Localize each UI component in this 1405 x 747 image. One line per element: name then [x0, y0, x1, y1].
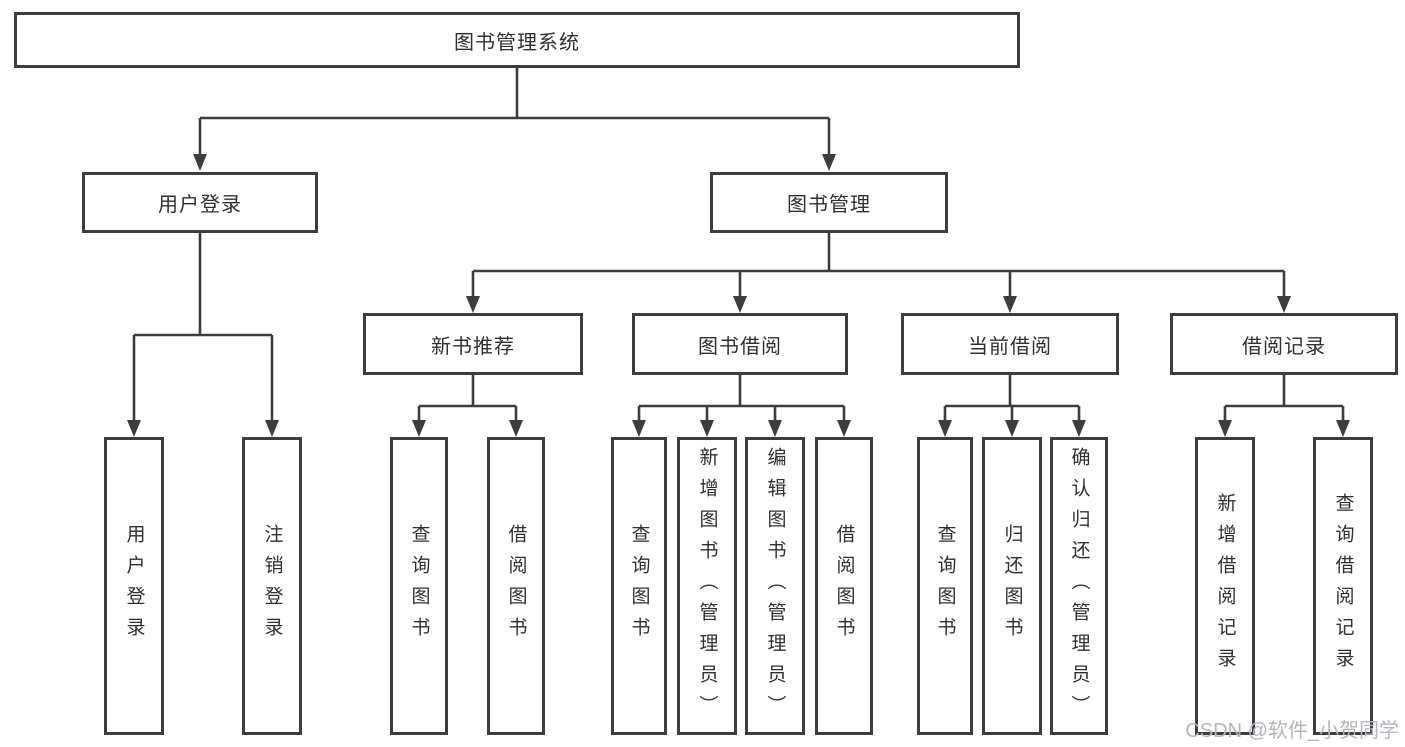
node-book-borrow-label: 图书借阅 [698, 335, 782, 358]
arrowhead-down-icon [632, 420, 646, 437]
arrowhead-down-icon [1277, 296, 1291, 313]
node-leaf-cb-confirm-return: 确认归还（管理员） [1050, 437, 1108, 735]
node-leaf-bb-add-book: 新增图书（管理员） [677, 437, 737, 735]
node-leaf-cb-return-book: 归还图书 [982, 437, 1042, 735]
node-leaf-nbr-borrow-book-label: 借阅图书 [505, 524, 527, 648]
node-leaf-logout-label: 注销登录 [261, 524, 283, 648]
node-user-login-label: 用户登录 [158, 194, 242, 216]
node-leaf-cb-confirm-return-label: 确认归还（管理员） [1068, 446, 1090, 726]
node-leaf-logout: 注销登录 [242, 437, 302, 735]
node-leaf-br-add-record: 新增借阅记录 [1195, 437, 1255, 735]
node-leaf-user-login-label: 用户登录 [123, 524, 145, 648]
node-root: 图书管理系统 [14, 12, 1020, 68]
node-borrow-records-label: 借阅记录 [1242, 335, 1326, 358]
node-leaf-bb-edit-book-label: 编辑图书（管理员） [764, 446, 786, 726]
node-leaf-br-query-record-label: 查询借阅记录 [1332, 493, 1354, 679]
node-book-borrow: 图书借阅 [632, 313, 848, 375]
node-leaf-br-add-record-label: 新增借阅记录 [1214, 493, 1236, 679]
arrowhead-down-icon [193, 154, 207, 171]
connector-book-management-to-level3 [466, 233, 1291, 313]
arrowhead-down-icon [822, 154, 836, 171]
node-leaf-nbr-borrow-book: 借阅图书 [487, 437, 545, 735]
connector-user-login-to-leaves [127, 233, 279, 437]
node-leaf-bb-add-book-label: 新增图书（管理员） [696, 446, 718, 726]
arrowhead-down-icon [1003, 296, 1017, 313]
arrowhead-down-icon [1072, 420, 1086, 437]
node-book-management-label: 图书管理 [787, 194, 871, 216]
node-leaf-bb-borrow-book-label: 借阅图书 [833, 524, 855, 648]
node-leaf-cb-query-book: 查询图书 [917, 437, 973, 735]
arrowhead-down-icon [127, 420, 141, 437]
arrowhead-down-icon [700, 420, 714, 437]
arrowhead-down-icon [466, 296, 480, 313]
node-new-book-recommend-label: 新书推荐 [431, 335, 515, 358]
node-leaf-cb-query-book-label: 查询图书 [934, 524, 956, 648]
node-borrow-records: 借阅记录 [1170, 313, 1398, 375]
node-leaf-nbr-query-book: 查询图书 [390, 437, 448, 735]
node-current-borrow-label: 当前借阅 [968, 335, 1052, 358]
node-leaf-cb-return-book-label: 归还图书 [1001, 524, 1023, 648]
node-user-login: 用户登录 [82, 172, 318, 233]
node-leaf-nbr-query-book-label: 查询图书 [408, 524, 430, 648]
connector-borrow-records-to-leaves [1218, 375, 1350, 437]
arrowhead-down-icon [938, 420, 952, 437]
node-current-borrow: 当前借阅 [901, 313, 1119, 375]
node-new-book-recommend: 新书推荐 [363, 313, 583, 375]
arrowhead-down-icon [509, 420, 523, 437]
arrowhead-down-icon [412, 420, 426, 437]
node-leaf-user-login: 用户登录 [104, 437, 164, 735]
node-root-label: 图书管理系统 [454, 31, 580, 54]
node-leaf-bb-edit-book: 编辑图书（管理员） [745, 437, 805, 735]
arrowhead-down-icon [1005, 420, 1019, 437]
arrowhead-down-icon [265, 420, 279, 437]
connector-new-book-recommend-to-leaves [412, 375, 523, 437]
arrowhead-down-icon [837, 420, 851, 437]
arrowhead-down-icon [733, 296, 747, 313]
connector-current-borrow-to-leaves [938, 375, 1086, 437]
arrowhead-down-icon [768, 420, 782, 437]
arrowhead-down-icon [1218, 420, 1232, 437]
arrowhead-down-icon [1336, 420, 1350, 437]
watermark-text: CSDN @软件_小贺同学 [1185, 720, 1399, 742]
connector-root-to-level2 [193, 68, 836, 171]
node-leaf-bb-borrow-book: 借阅图书 [815, 437, 873, 735]
node-leaf-br-query-record: 查询借阅记录 [1313, 437, 1373, 735]
node-book-management: 图书管理 [710, 172, 948, 233]
node-leaf-bb-query-book: 查询图书 [611, 437, 667, 735]
connector-book-borrow-to-leaves [632, 375, 851, 437]
node-leaf-bb-query-book-label: 查询图书 [628, 524, 650, 648]
